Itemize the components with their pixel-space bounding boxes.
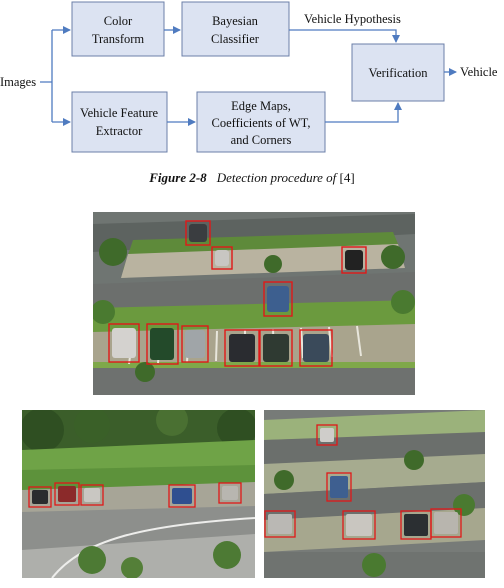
vehicle-hypothesis-label: Vehicle Hypothesis <box>304 12 401 26</box>
detection-flow-diagram: Images Color Transform Bayesian Classifi… <box>0 0 504 165</box>
parking-lot-photo-top <box>93 212 415 395</box>
extractor-line-1: Vehicle Feature <box>80 106 159 120</box>
input-label: Images <box>0 75 36 89</box>
figure-number: Figure 2-8 <box>149 170 206 185</box>
figure-caption: Figure 2-8 Detection procedure of [4] <box>0 170 504 186</box>
edge-maps-line-2: Coefficients of WT, <box>212 116 311 130</box>
bayesian-classifier-box: Bayesian Classifier <box>182 2 289 56</box>
caption-text: Detection procedure of <box>217 170 340 185</box>
verification-box: Verification <box>352 44 444 101</box>
bayesian-line-1: Bayesian <box>212 14 259 28</box>
color-transform-line-2: Transform <box>92 32 145 46</box>
extractor-line-2: Extractor <box>96 124 143 138</box>
color-transform-line-1: Color <box>104 14 133 28</box>
parking-lot-photo-bottom-left <box>22 410 255 578</box>
vehicle-feature-extractor-box: Vehicle Feature Extractor <box>72 92 167 152</box>
parking-lot-photo-bottom-right <box>264 410 485 578</box>
edge-maps-line-1: Edge Maps, <box>231 99 291 113</box>
output-label: Vehicle <box>460 65 498 79</box>
edge-maps-box: Edge Maps, Coefficients of WT, and Corne… <box>197 92 325 152</box>
caption-citation: [4] <box>340 170 355 185</box>
color-transform-box: Color Transform <box>72 2 164 56</box>
verification-text: Verification <box>368 66 428 80</box>
bayesian-line-2: Classifier <box>211 32 260 46</box>
edge-maps-line-3: and Corners <box>231 133 292 147</box>
